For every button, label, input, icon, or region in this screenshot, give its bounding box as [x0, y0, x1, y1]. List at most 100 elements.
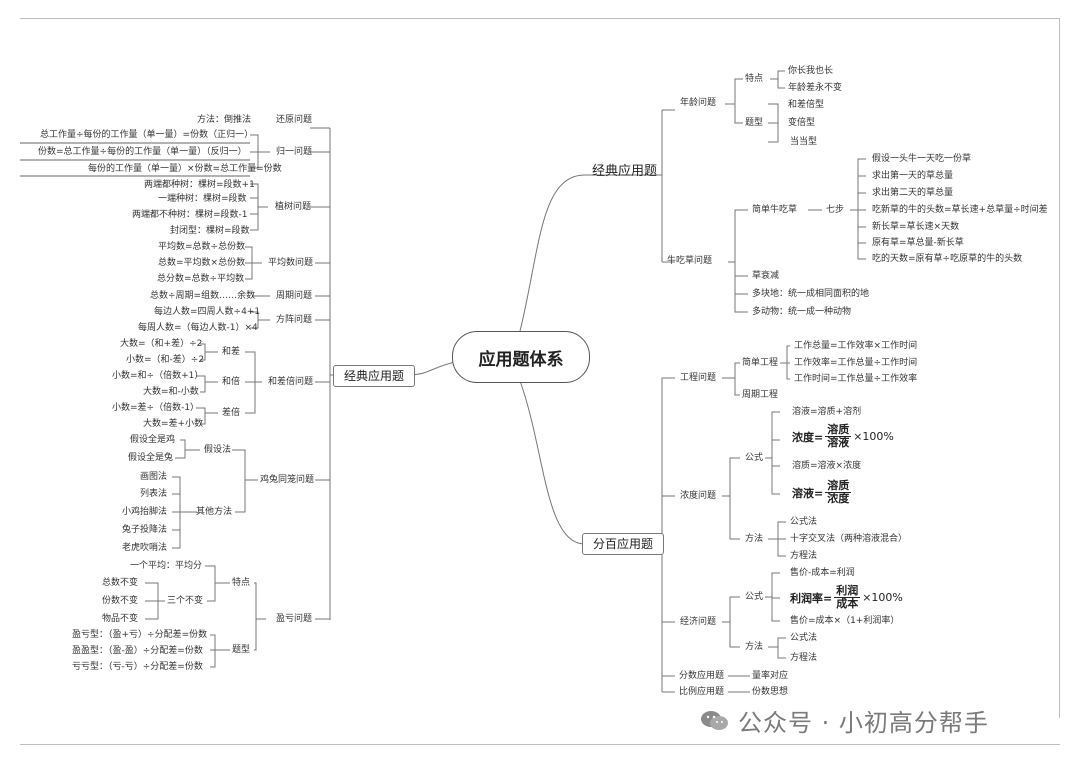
profit-g1-item-3: 份数不变 [102, 596, 139, 606]
sumdiff-group-1[interactable]: 和差 [222, 347, 241, 357]
econ-method-2: 方程法 [790, 653, 818, 663]
econ-formula-label[interactable]: 公式 [745, 592, 764, 602]
chicken-g1-item-2: 假设全是兔 [128, 453, 174, 463]
chicken-g2-item-5: 老虎吹哨法 [122, 543, 168, 553]
tree-item-1: 两端都种树：棵树=段数+1 [144, 180, 255, 190]
work-item-3: 工作时间=工作总量÷工作效率 [794, 374, 918, 384]
tree-problem[interactable]: 植树问题 [275, 202, 312, 212]
conc-f2-tail: ×100% [853, 430, 894, 443]
root-label: 应用题体系 [478, 349, 564, 370]
econ-method-label[interactable]: 方法 [745, 642, 764, 652]
cycle-problem[interactable]: 周期问题 [276, 291, 313, 301]
square-item-2: 每周人数=（每边人数-1）×4 [138, 323, 258, 333]
left-main-branch[interactable]: 经典应用题 [333, 365, 416, 387]
age-type-2: 变倍型 [788, 118, 816, 128]
watermark-text: 公众号 · 小初高分帮手 [738, 709, 989, 737]
conc-formula-4: 溶液= 溶质浓度 [792, 479, 852, 505]
cow-step-4: 吃新草的牛的头数=草长速+总草量÷时间差 [872, 205, 1048, 215]
cow-step-1: 假设一头牛一天吃一份草 [872, 154, 972, 164]
profit-group-1[interactable]: 特点 [232, 578, 251, 588]
guiyi-item-1: 总工作量÷每份的工作量（单一量）=份数（正归一） [40, 130, 254, 140]
conc-method-2: 十字交叉法（两种溶液混合） [790, 534, 908, 544]
frame-bottom [20, 744, 1060, 745]
work-simple[interactable]: 简单工程 [742, 358, 779, 368]
chicken-group-2[interactable]: 其他方法 [196, 507, 233, 517]
cow-other-3[interactable]: 多动物：统一成一种动物 [752, 307, 852, 317]
cow-step-2: 求出第一天的草总量 [872, 171, 954, 181]
avg-problem[interactable]: 平均数问题 [268, 258, 314, 268]
econ-problem[interactable]: 经济问题 [680, 617, 717, 627]
sumdiff-g3-item-1: 小数=差÷（倍数-1） [112, 403, 200, 413]
cow-other-2[interactable]: 多块地：统一成相同面积的地 [752, 289, 870, 299]
conc-formula-label[interactable]: 公式 [745, 453, 764, 463]
age-features[interactable]: 特点 [745, 74, 764, 84]
fraction-problem[interactable]: 分数应用题 [679, 671, 725, 681]
guiyi-item-3: 每份的工作量（单一量）×份数=总工作量=份数 [88, 164, 282, 174]
work-item-1: 工作总量=工作效率×工作时间 [794, 341, 918, 351]
profit-group-2[interactable]: 题型 [232, 645, 251, 655]
age-problem[interactable]: 年龄问题 [680, 98, 717, 108]
profit-g1-item-2: 总数不变 [102, 578, 139, 588]
cow-step-6: 原有草=草总量-新长草 [872, 238, 964, 248]
sumdiff-g3-item-2: 大数=差+小数 [143, 419, 204, 429]
econ-method-1: 公式法 [790, 633, 818, 643]
root-node[interactable]: 应用题体系 [452, 331, 590, 383]
chicken-g2-item-1: 画图法 [140, 472, 168, 482]
sumdiff-g2-item-2: 大数=和-小数 [143, 387, 199, 397]
avg-item-1: 平均数=总数÷总份数 [158, 242, 246, 252]
avg-item-3: 总分数=总数÷平均数 [157, 274, 245, 284]
right-percent-label: 分百应用题 [593, 537, 654, 551]
sumdiff-g2-item-1: 小数=和÷（倍数+1） [112, 371, 204, 381]
square-item-1: 每边人数=四周人数÷4+1 [154, 307, 261, 317]
conc-method-1: 公式法 [790, 517, 818, 527]
econ-f2-num: 利润 [834, 584, 861, 598]
conc-f2-left: 浓度= [792, 430, 824, 444]
fraction-value: 量率对应 [752, 671, 789, 681]
sumdiff-group-2[interactable]: 和倍 [222, 377, 241, 387]
square-problem[interactable]: 方阵问题 [276, 315, 313, 325]
chicken-problem[interactable]: 鸡兔同笼问题 [260, 475, 315, 485]
avg-item-2: 总数=平均数×总份数 [158, 258, 246, 268]
sumdiff-g1-item-1: 大数=（和+差）÷2 [120, 339, 203, 349]
cow-step-7: 吃的天数=原有草÷吃原草的牛的头数 [872, 254, 1023, 264]
guiyi-item-2: 份数=总工作量÷每份的工作量（单一量）（反归一） [38, 147, 247, 157]
frame-right [1059, 18, 1060, 718]
chicken-group-1[interactable]: 假设法 [204, 445, 232, 455]
chicken-g2-item-4: 兔子投降法 [122, 525, 168, 535]
age-type-1: 和差倍型 [788, 100, 825, 110]
age-types[interactable]: 题型 [745, 118, 764, 128]
sumdiff-g1-item-2: 小数=（和-差）÷2 [126, 355, 205, 365]
work-problem[interactable]: 工程问题 [680, 373, 717, 383]
reduce-method: 方法：倒推法 [197, 115, 252, 125]
tree-item-4: 封闭型：棵树=段数 [170, 226, 250, 236]
work-cycle[interactable]: 周期工程 [742, 390, 779, 400]
econ-f2-den: 成本 [836, 597, 859, 610]
reduce-problem[interactable]: 还原问题 [276, 115, 313, 125]
cow-step-3: 求出第二天的草总量 [872, 188, 954, 198]
chicken-g2-item-2: 列表法 [140, 489, 168, 499]
cow-simple[interactable]: 简单牛吃草 [752, 205, 798, 215]
right-percent-branch[interactable]: 分百应用题 [582, 533, 665, 555]
guiyi-problem[interactable]: 归一问题 [276, 147, 313, 157]
sumdiff-problem[interactable]: 和差倍问题 [268, 377, 314, 387]
right-classic-branch[interactable]: 经典应用题 [592, 164, 658, 179]
conc-f2-num: 溶质 [825, 423, 852, 437]
conc-f2-den: 溶液 [827, 436, 850, 449]
profit-g1-item-1: 一个平均：平均分 [130, 561, 203, 571]
conc-method-label[interactable]: 方法 [745, 534, 764, 544]
conc-formula-3: 溶质=溶液×浓度 [792, 461, 862, 471]
sumdiff-group-3[interactable]: 差倍 [222, 408, 241, 418]
profit-problem[interactable]: 盈亏问题 [276, 614, 313, 624]
conc-problem[interactable]: 浓度问题 [680, 491, 717, 501]
cow-steps: 七步 [826, 205, 845, 215]
conc-f4-left: 溶液= [792, 486, 824, 500]
ratio-problem[interactable]: 比例应用题 [679, 687, 725, 697]
econ-f2-tail: ×100% [862, 591, 903, 604]
cow-problem[interactable]: 牛吃草问题 [667, 256, 713, 266]
chicken-g2-item-3: 小鸡抬脚法 [122, 507, 168, 517]
profit-g2-item-2: 盈盈型：（盈-盈）÷分配差=份数 [72, 646, 203, 656]
conc-f4-num: 溶质 [825, 479, 852, 493]
profit-g1-item-4: 物品不变 [102, 614, 139, 624]
cow-other-1[interactable]: 草衰减 [752, 271, 780, 281]
